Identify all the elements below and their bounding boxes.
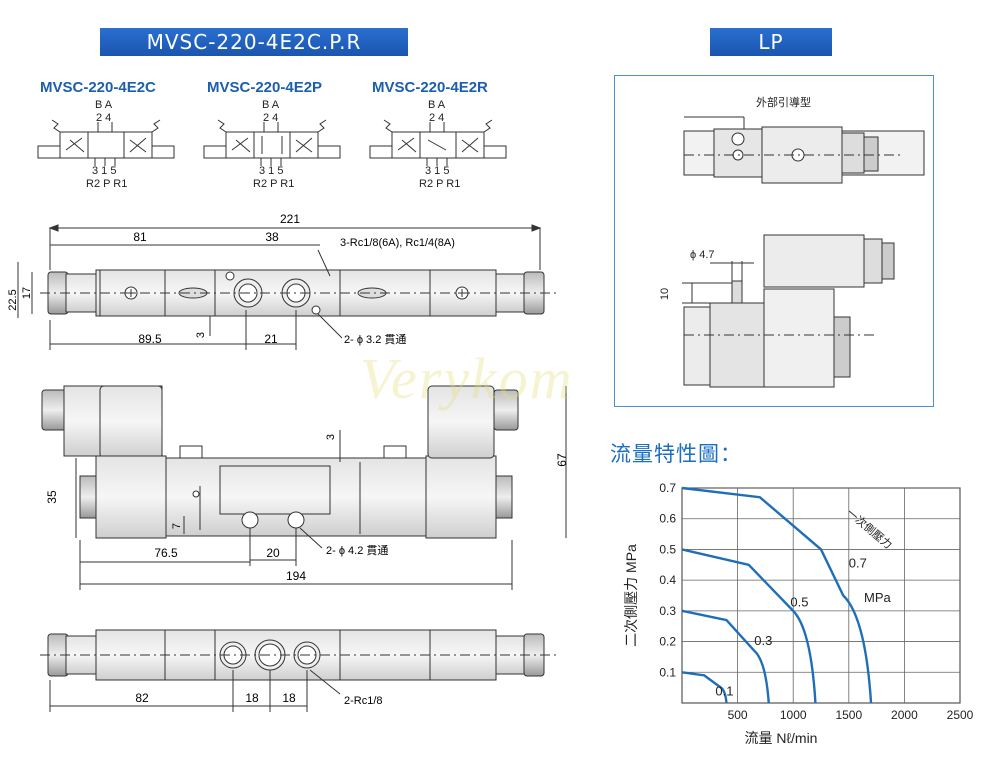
dim-bottom-18a: 18 (245, 691, 259, 705)
valve-symbol-r (369, 119, 507, 166)
page-title: MVSC-220-4E2C.P.R (100, 28, 408, 56)
technical-drawings: 221 81 38 3-Rc1/8(6A), Rc1/4(8A) 22.5 17… (7, 119, 569, 712)
dim-bottom-82: 82 (135, 691, 149, 705)
dim-front-76: 76.5 (154, 546, 178, 560)
valve-symbol-p (203, 119, 341, 166)
y-axis-label: 二次側壓力 MPa (623, 544, 639, 647)
variant-label-p: MVSC-220-4E2P (207, 79, 323, 96)
dim-bottom-port-note: 2-Rc1/8 (344, 695, 383, 707)
dim-top-22: 22.5 (7, 289, 19, 310)
variant-p-bottom-numbers: 3 1 5 (259, 165, 284, 177)
y-tick-label: 0.6 (659, 512, 676, 526)
x-tick-label: 1000 (780, 708, 807, 722)
dim-top-port-note: 3-Rc1/8(6A), Rc1/4(8A) (340, 237, 455, 249)
lp-title: LP (710, 28, 832, 56)
variant-p-port-numbers: 2 4 (263, 112, 279, 124)
variant-label-r: MVSC-220-4E2R (372, 79, 488, 96)
flow-chart-title: 流量特性圖： (610, 442, 742, 466)
variant-c-port-letters: B A (95, 99, 113, 111)
y-tick-label: 0.3 (659, 604, 676, 618)
dim-top-81: 81 (133, 230, 147, 244)
variant-c-port-numbers: 2 4 (96, 112, 112, 124)
lp-drawings (682, 116, 925, 388)
series-line-0-1 (681, 671, 728, 704)
dim-bottom-18b: 18 (282, 691, 296, 705)
flow-chart: 0.1 0.2 0.3 0.4 0.5 0.6 0.7 500 1000 1500 2000 2500… (623, 481, 974, 746)
dim-front-20: 20 (266, 546, 280, 560)
y-tick-label: 0.1 (659, 665, 676, 679)
variant-r-bottom-letters: R2 P R1 (419, 178, 461, 190)
variant-c-bottom-numbers: 3 1 5 (92, 165, 117, 177)
dim-top-17: 17 (21, 287, 33, 299)
dim-front-7: 7 (171, 523, 183, 529)
y-tick-label: 0.4 (659, 573, 676, 587)
series-line-0-5 (681, 548, 817, 704)
variant-r-port-letters: B A (428, 99, 446, 111)
watermark: Verykom (360, 346, 574, 411)
series-line-0-7 (681, 486, 873, 704)
x-tick-label: 1500 (835, 708, 862, 722)
x-tick-label: 2000 (891, 708, 918, 722)
bottom-view (40, 629, 560, 712)
series-label-0-7: 0.7 (849, 556, 867, 571)
series-line-0-3 (681, 609, 770, 704)
variant-p-port-letters: B A (262, 99, 280, 111)
variant-label-c: MVSC-220-4E2C (40, 79, 156, 96)
y-tick-label: 0.5 (659, 542, 676, 556)
series-label-0-5: 0.5 (790, 594, 808, 609)
dim-front-hole-note: 2- ϕ 4.2 貫通 (326, 544, 388, 557)
series-label-0-3: 0.3 (754, 633, 772, 648)
series-label-0-1: 0.1 (715, 683, 733, 698)
front-view (41, 385, 567, 590)
dim-front-overall: 194 (286, 569, 306, 583)
lp-lead-label: 外部引導型 (756, 97, 811, 109)
dim-top-3: 3 (195, 332, 207, 338)
x-axis-label: 流量 Nℓ/min (745, 730, 818, 746)
dim-front-3: 3 (325, 434, 337, 440)
variant-c-bottom-letters: R2 P R1 (86, 178, 128, 190)
variant-r-port-numbers: 2 4 (429, 112, 445, 124)
lp-dim-10: 10 (659, 287, 672, 301)
dim-top-hole-note: 2- ϕ 3.2 貫通 (344, 333, 406, 346)
plot-frame (681, 487, 961, 704)
lp-dim-47: ϕ 4.7 (690, 249, 715, 261)
variant-p-bottom-letters: R2 P R1 (253, 178, 295, 190)
dim-front-35: 35 (45, 490, 59, 504)
top-view (17, 224, 560, 350)
lp-panel (614, 75, 934, 407)
dim-top-38: 38 (265, 230, 279, 244)
x-tick-label: 2500 (947, 708, 974, 722)
dim-top-overall: 221 (280, 212, 300, 226)
y-tick-label: 0.7 (659, 481, 676, 495)
annotation-unit: MPa (864, 590, 892, 605)
x-tick-label: 500 (728, 708, 748, 722)
variant-r-bottom-numbers: 3 1 5 (425, 165, 450, 177)
dim-front-67: 67 (555, 453, 569, 467)
y-tick-label: 0.2 (659, 635, 676, 649)
dim-top-21: 21 (264, 332, 278, 346)
dim-top-89: 89.5 (138, 332, 162, 346)
valve-symbol-c (37, 119, 175, 166)
